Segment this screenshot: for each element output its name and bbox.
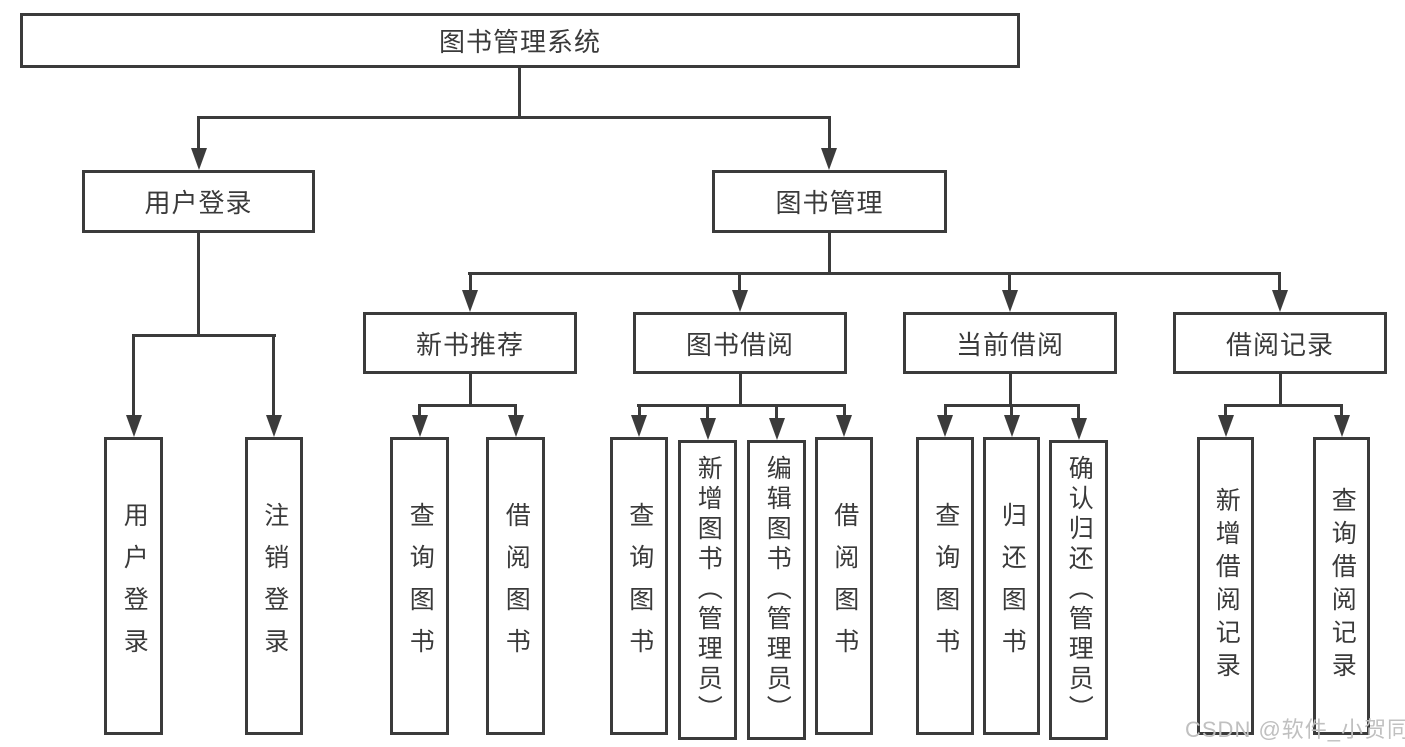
- connector-line: [828, 233, 831, 275]
- leaf-label: 借阅图书: [830, 502, 859, 670]
- connector-line: [1279, 374, 1282, 406]
- leaf-label: 注销登录: [260, 502, 289, 670]
- node-library-management-system: 图书管理系统: [20, 13, 1020, 68]
- arrowhead-down-icon: [821, 148, 837, 170]
- leaf-label: 归还图书: [998, 502, 1027, 670]
- leaf-records-add-record: 新增借阅记录: [1197, 437, 1254, 735]
- connector-line: [1224, 404, 1343, 407]
- node-book-management: 图书管理: [712, 170, 947, 233]
- connector-line: [1224, 404, 1227, 418]
- arrowhead-down-icon: [266, 415, 282, 437]
- arrowhead-down-icon: [191, 148, 207, 170]
- connector-line: [1278, 272, 1281, 292]
- connector-line: [514, 404, 517, 418]
- node-user-login: 用户登录: [82, 170, 315, 233]
- node-borrow-records: 借阅记录: [1173, 312, 1387, 374]
- leaf-recommend-borrow-book: 借阅图书: [486, 437, 545, 735]
- arrowhead-down-icon: [769, 418, 785, 440]
- connector-line: [197, 233, 200, 336]
- arrowhead-down-icon: [1272, 290, 1288, 312]
- connector-line: [1008, 272, 1011, 292]
- connector-line: [132, 334, 276, 337]
- arrowhead-down-icon: [836, 415, 852, 437]
- node-label: 当前借阅: [955, 329, 1064, 360]
- connector-line: [272, 334, 275, 417]
- leaf-label: 查询图书: [625, 502, 654, 670]
- node-label: 图书管理系统: [438, 27, 601, 57]
- leaf-borrow-query-book: 查询图书: [610, 437, 668, 735]
- arrowhead-down-icon: [1004, 415, 1020, 437]
- connector-line: [1077, 404, 1080, 421]
- connector-line: [132, 334, 135, 417]
- leaf-current-return-book: 归还图书: [983, 437, 1040, 735]
- node-new-book-recommend: 新书推荐: [363, 312, 577, 374]
- connector-line: [468, 272, 1281, 275]
- connector-line: [418, 404, 421, 418]
- arrowhead-down-icon: [462, 290, 478, 312]
- node-label: 图书借阅: [685, 329, 794, 360]
- leaf-label: 查询图书: [931, 502, 960, 670]
- connector-line: [843, 404, 846, 418]
- connector-line: [1009, 374, 1012, 406]
- arrowhead-down-icon: [1218, 415, 1234, 437]
- leaf-borrow-borrow-book: 借阅图书: [815, 437, 873, 735]
- leaf-current-query-book: 查询图书: [916, 437, 974, 735]
- connector-line: [518, 68, 521, 118]
- connector-line: [637, 404, 846, 407]
- connector-line: [739, 374, 742, 406]
- leaf-label: 查询借阅记录: [1328, 487, 1357, 685]
- arrowhead-down-icon: [732, 290, 748, 312]
- leaf-user-login: 用户登录: [104, 437, 163, 735]
- arrowhead-down-icon: [1334, 415, 1350, 437]
- arrowhead-down-icon: [126, 415, 142, 437]
- connector-line: [1010, 404, 1013, 418]
- leaf-label: 确认归还（管理员）: [1065, 455, 1094, 725]
- node-book-borrow: 图书借阅: [633, 312, 847, 374]
- leaf-records-query-record: 查询借阅记录: [1313, 437, 1370, 735]
- arrowhead-down-icon: [1071, 418, 1087, 440]
- leaf-recommend-query-book: 查询图书: [390, 437, 449, 735]
- connector-line: [469, 272, 472, 292]
- leaf-borrow-edit-book-admin: 编辑图书（管理员）: [747, 440, 806, 740]
- arrowhead-down-icon: [1002, 290, 1018, 312]
- leaf-label: 用户登录: [120, 502, 149, 670]
- connector-line: [828, 116, 831, 150]
- arrowhead-down-icon: [700, 418, 716, 440]
- node-label: 图书管理: [775, 188, 884, 218]
- leaf-label: 查询图书: [406, 502, 435, 670]
- leaf-label: 编辑图书（管理员）: [763, 455, 792, 725]
- arrowhead-down-icon: [508, 415, 524, 437]
- connector-line: [706, 404, 709, 421]
- leaf-label: 借阅图书: [502, 502, 531, 670]
- arrowhead-down-icon: [631, 415, 647, 437]
- node-label: 新书推荐: [415, 329, 524, 360]
- connector-line: [469, 374, 472, 406]
- leaf-label: 新增借阅记录: [1212, 487, 1241, 685]
- connector-line: [418, 404, 517, 407]
- connector-line: [1340, 404, 1343, 418]
- arrowhead-down-icon: [412, 415, 428, 437]
- connector-line: [738, 272, 741, 292]
- csdn-watermark: CSDN @软件_小贺同学: [1185, 717, 1405, 742]
- connector-line: [197, 116, 831, 119]
- leaf-logout: 注销登录: [245, 437, 303, 735]
- connector-line: [638, 404, 641, 418]
- connector-line: [775, 404, 778, 421]
- connector-line: [197, 116, 200, 150]
- leaf-current-confirm-return-admin: 确认归还（管理员）: [1049, 440, 1108, 740]
- node-label: 借阅记录: [1225, 329, 1334, 360]
- arrowhead-down-icon: [937, 415, 953, 437]
- node-label: 用户登录: [144, 188, 253, 218]
- leaf-label: 新增图书（管理员）: [694, 455, 723, 725]
- connector-line: [944, 404, 947, 418]
- leaf-borrow-add-book-admin: 新增图书（管理员）: [678, 440, 737, 740]
- node-current-borrow: 当前借阅: [903, 312, 1117, 374]
